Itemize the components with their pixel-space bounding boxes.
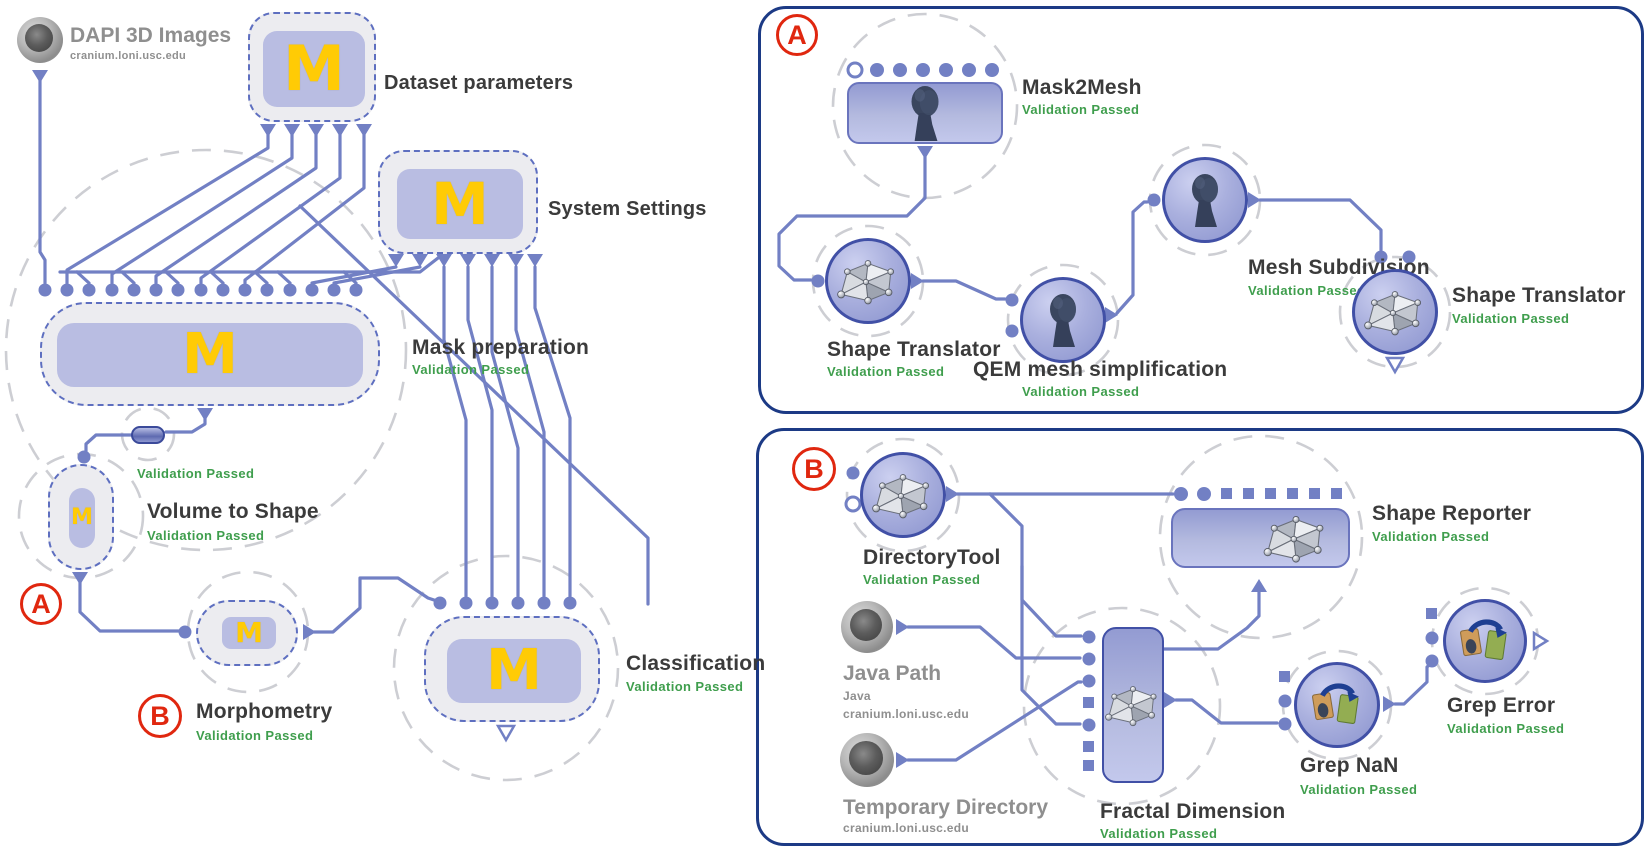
shape-reporter-input-ports	[1174, 487, 1342, 501]
morphometry-status: Validation Passed	[196, 728, 314, 743]
mask-preparation-status: Validation Passed	[412, 362, 530, 377]
block-m-icon: M	[71, 505, 93, 530]
mask2mesh-status: Validation Passed	[1022, 102, 1140, 117]
grep-error-status: Validation Passed	[1447, 721, 1565, 736]
shape-reporter-label: Shape Reporter	[1372, 502, 1532, 525]
java-path-label: Java Path	[843, 662, 942, 685]
classification-label: Classification	[626, 652, 766, 675]
classification-status: Validation Passed	[626, 679, 744, 694]
shape-translator-1-label: Shape Translator	[827, 338, 1001, 361]
mesh-icon	[1105, 683, 1161, 727]
head-icon	[1185, 173, 1225, 227]
directory-tool-label: DirectoryTool	[863, 546, 1001, 569]
grep-nan-status: Validation Passed	[1300, 782, 1418, 797]
panel-b-connections	[906, 492, 1435, 762]
fractal-dimension-label: Fractal Dimension	[1100, 800, 1286, 823]
grep-icon	[1312, 683, 1362, 727]
panel-a	[758, 6, 1644, 414]
mesh-icon	[837, 257, 899, 305]
grep-nan-input-ports	[1278, 671, 1292, 731]
grep-error-label: Grep Error	[1447, 694, 1556, 717]
marker-b-badge: B	[138, 694, 182, 738]
classification-node[interactable]: M	[424, 616, 600, 722]
grep-nan-label: Grep NaN	[1300, 754, 1399, 777]
volume-to-shape-label: Volume to Shape	[147, 500, 319, 523]
mask-preparation-label: Mask preparation	[412, 336, 590, 359]
volume-to-shape-node[interactable]: M	[48, 464, 114, 570]
mask2mesh-input-ports	[846, 61, 999, 79]
dapi-host: cranium.loni.usc.edu	[70, 50, 187, 62]
fractal-dimension-status: Validation Passed	[1100, 826, 1218, 841]
mask-preparation-node[interactable]: M	[40, 302, 380, 406]
shape-translator-2-status: Validation Passed	[1452, 311, 1570, 326]
shape-translator-1-status: Validation Passed	[827, 364, 945, 379]
mesh-subdivision-status: Validation Passed	[1248, 283, 1366, 298]
mask2mesh-node[interactable]	[847, 82, 1003, 144]
grep-nan-node[interactable]	[1294, 662, 1380, 748]
java-path-source-node[interactable]	[841, 601, 893, 653]
mesh-icon	[1263, 513, 1329, 563]
directory-tool-node[interactable]	[860, 452, 946, 538]
grep-error-node[interactable]	[1443, 599, 1527, 683]
shape-reporter-node[interactable]	[1171, 508, 1350, 568]
qem-node[interactable]	[1020, 277, 1106, 363]
fractal-dimension-node[interactable]	[1102, 627, 1164, 783]
dapi-label: DAPI 3D Images	[70, 24, 232, 47]
panel-b	[756, 428, 1644, 846]
mask2mesh-label: Mask2Mesh	[1022, 76, 1142, 99]
mesh-icon	[1364, 288, 1426, 336]
temporary-directory-label: Temporary Directory	[843, 796, 1049, 819]
directory-tool-status: Validation Passed	[863, 572, 981, 587]
qem-label: QEM mesh simplification	[973, 358, 1228, 381]
shape-translator-2-node[interactable]	[1352, 269, 1438, 355]
converter-node[interactable]	[131, 426, 165, 444]
mesh-icon	[872, 471, 934, 519]
temporary-directory-host: cranium.loni.usc.edu	[843, 821, 970, 835]
output-ports[interactable]	[32, 70, 1550, 768]
grep-error-input-ports	[1425, 608, 1439, 668]
dataset-parameters-node[interactable]: M	[248, 12, 376, 122]
java-path-host: cranium.loni.usc.edu	[843, 707, 970, 721]
block-m-icon: M	[182, 322, 238, 387]
block-m-icon: M	[486, 638, 542, 703]
panel-a-badge: A	[776, 14, 818, 56]
mask-preparation-input-ports	[38, 283, 363, 297]
marker-a-badge: A	[20, 583, 62, 625]
morphometry-label: Morphometry	[196, 700, 333, 723]
block-m-icon: M	[431, 170, 489, 238]
shape-reporter-status: Validation Passed	[1372, 529, 1490, 544]
shape-translator-1-node[interactable]	[825, 238, 911, 324]
panel-a-connections	[777, 150, 1383, 315]
converter-status: Validation Passed	[137, 466, 255, 481]
mesh-subdivision-node[interactable]	[1162, 157, 1248, 243]
classification-input-ports	[433, 596, 577, 610]
temporary-directory-source-node[interactable]	[840, 733, 894, 787]
volume-to-shape-status: Validation Passed	[147, 528, 265, 543]
java-path-runtime: Java	[843, 689, 871, 703]
system-settings-label: System Settings	[548, 198, 707, 220]
head-icon	[904, 85, 946, 141]
dataset-parameters-label: Dataset parameters	[384, 72, 574, 94]
dapi-source-node[interactable]	[17, 17, 63, 63]
qem-status: Validation Passed	[1022, 384, 1140, 399]
head-icon	[1043, 293, 1083, 347]
morphometry-node[interactable]: M	[196, 600, 298, 666]
grep-icon	[1460, 619, 1510, 663]
shape-translator-2-label: Shape Translator	[1452, 284, 1626, 307]
fractal-dimension-input-ports	[1082, 630, 1096, 771]
block-m-icon: M	[235, 616, 263, 649]
panel-b-badge: B	[792, 447, 836, 491]
input-ports[interactable]	[38, 61, 1439, 771]
system-settings-node[interactable]: M	[378, 150, 538, 254]
block-m-icon: M	[283, 32, 345, 105]
